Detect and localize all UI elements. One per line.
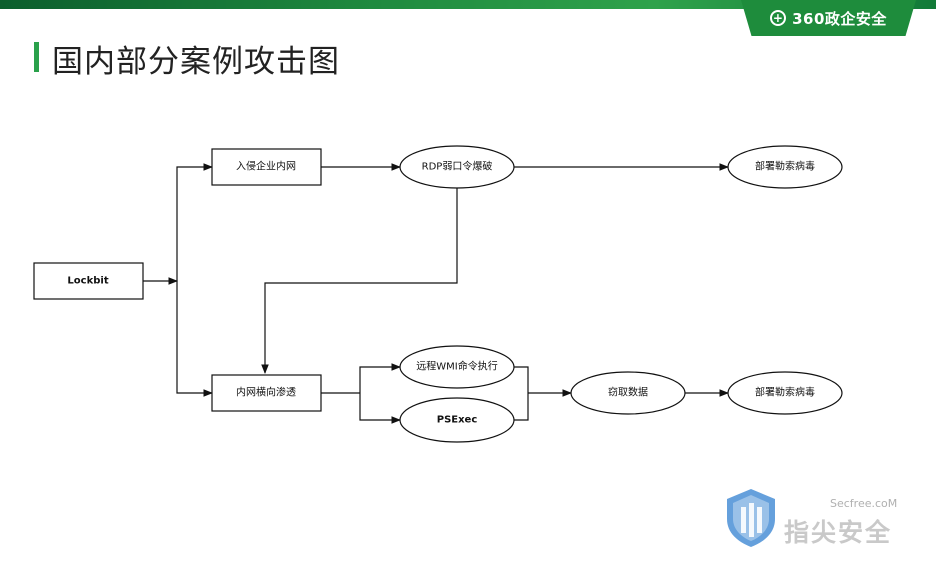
label-psexec: PSExec — [437, 415, 478, 426]
label-deploy-top: 部署勒索病毒 — [755, 160, 815, 173]
edge-rdp-to-lateral — [261, 188, 458, 374]
label-intrude: 入侵企业内网 — [236, 160, 296, 173]
brand-label: 360政企安全 — [792, 9, 887, 28]
brand-badge: + 360政企安全 — [741, 0, 916, 36]
label-rdp: RDP弱口令爆破 — [422, 160, 493, 173]
label-deploy-bottom: 部署勒索病毒 — [755, 386, 815, 399]
page-title: 国内部分案例攻击图 — [52, 44, 340, 80]
node-intrude — [211, 148, 322, 186]
label-lateral: 内网横向渗透 — [236, 386, 296, 399]
node-wmi — [399, 345, 515, 389]
edge-trunk-to-intrude — [176, 163, 213, 281]
shield-icon — [727, 489, 775, 547]
watermark: Secfree.coM 指尖安全 — [722, 485, 922, 555]
title-accent-bar — [34, 42, 39, 72]
node-rdp — [399, 145, 515, 189]
edge-trunk-to-lateral — [176, 281, 213, 397]
node-deploy-top — [727, 145, 843, 189]
node-lateral — [211, 374, 322, 412]
label-steal: 窃取数据 — [608, 386, 648, 399]
watermark-name: 指尖安全 — [784, 518, 893, 547]
watermark-site: Secfree.coM — [830, 497, 898, 510]
edge-wmi-merge — [514, 366, 529, 393]
label-wmi: 远程WMI命令执行 — [416, 360, 497, 373]
plus-circle-icon: + — [770, 10, 787, 26]
node-steal — [570, 371, 686, 415]
node-deploy-bottom — [727, 371, 843, 415]
edge-lateral-to-psexec — [359, 393, 401, 424]
edge-lateral-to-wmi — [359, 363, 401, 393]
edge-psexec-merge — [514, 393, 529, 421]
top-banner — [0, 0, 936, 9]
node-psexec — [399, 397, 515, 443]
label-lockbit: Lockbit — [67, 276, 108, 287]
node-lockbit — [33, 262, 144, 300]
